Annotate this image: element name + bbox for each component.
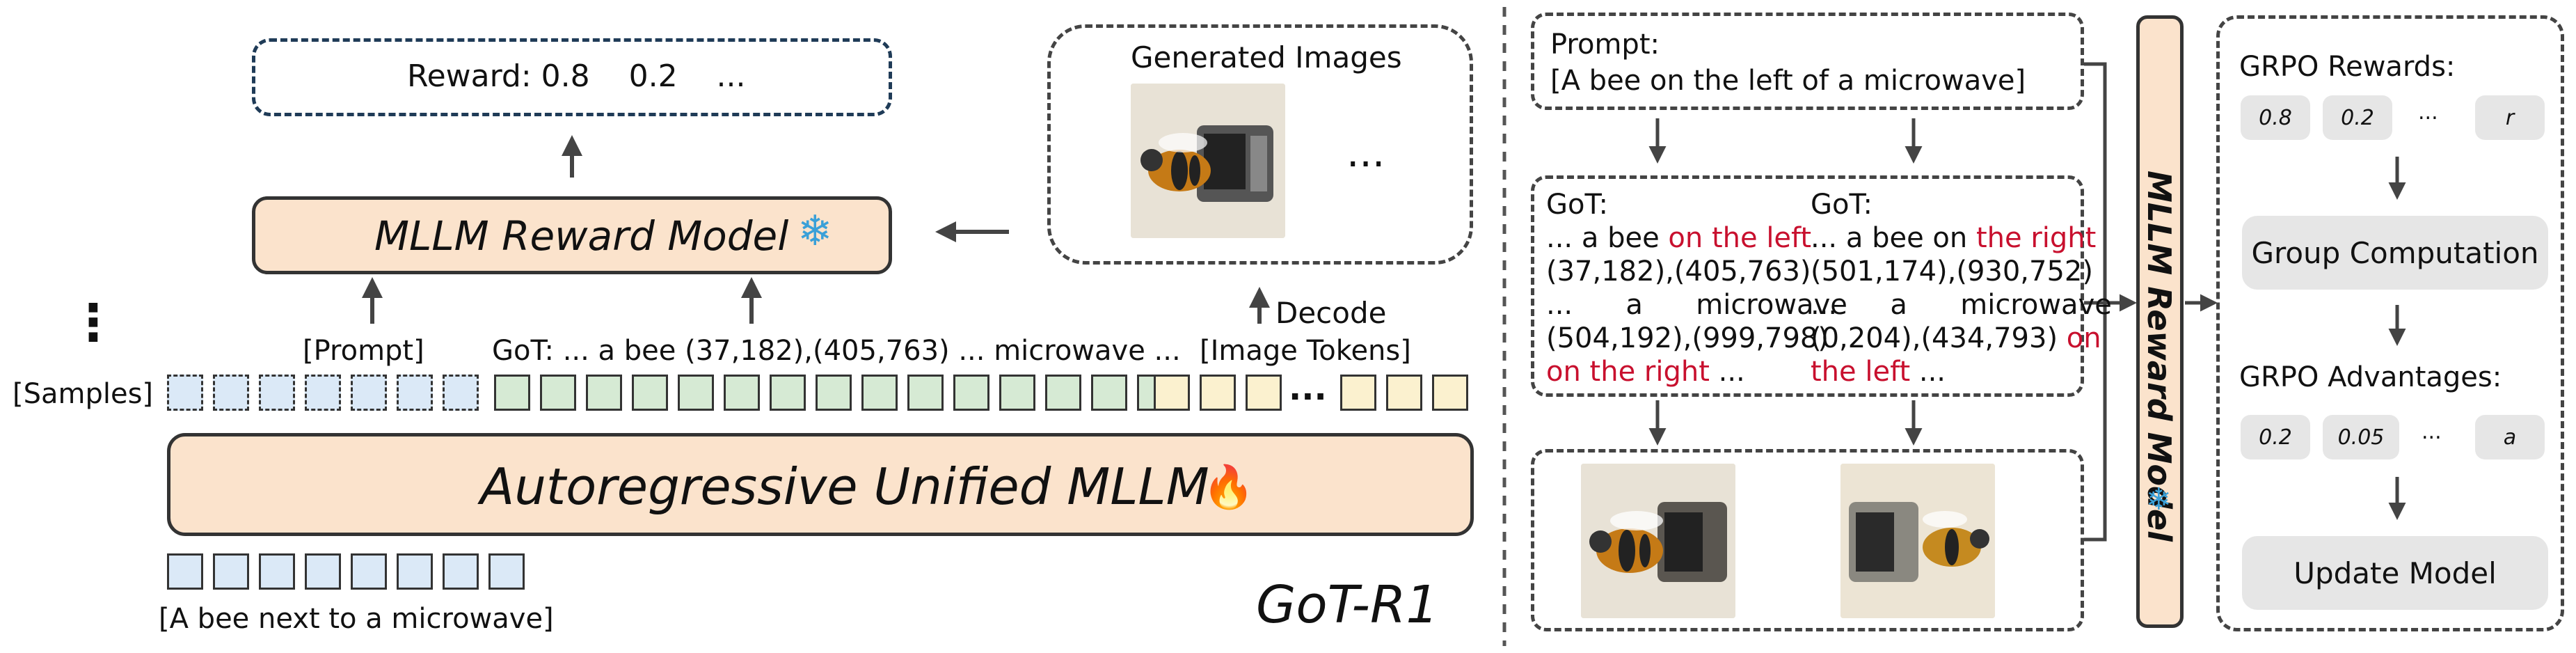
reward-pill-r: r xyxy=(2475,95,2545,140)
reward-ellipsis: ... xyxy=(2418,100,2438,125)
input-token xyxy=(397,553,433,590)
vertical-dots: ⋮ xyxy=(68,293,118,352)
prompt-token xyxy=(351,375,387,411)
got-token xyxy=(540,375,576,411)
figure-title: GoT-R1 xyxy=(1256,575,1439,635)
got-token xyxy=(678,375,714,411)
prompt-title: Prompt: xyxy=(1550,29,1660,61)
got-token xyxy=(586,375,622,411)
generated-image-bee-microwave xyxy=(1131,84,1285,238)
got2-line3: ... a microwave xyxy=(1811,289,2112,321)
prompt-token xyxy=(305,375,341,411)
connector-prompt xyxy=(2084,62,2107,303)
image-bee-right xyxy=(1840,464,1995,618)
prompt-token xyxy=(259,375,295,411)
got2-line1: ... a bee on the right xyxy=(1811,222,2097,254)
image-token xyxy=(1432,375,1468,411)
got-token xyxy=(816,375,852,411)
grpo-box xyxy=(2216,15,2564,631)
main-model-label: Autoregressive Unified MLLM xyxy=(480,457,1209,516)
got-token xyxy=(861,375,898,411)
got-token xyxy=(632,375,668,411)
reward-values: Reward: 0.8 0.2 ... xyxy=(407,58,746,94)
got1-line5: on the right ... xyxy=(1546,356,1745,388)
prompt-box xyxy=(1531,13,2084,110)
input-token xyxy=(213,553,249,590)
got-token xyxy=(724,375,760,411)
prompt-bracket-label: [Prompt] xyxy=(303,335,424,367)
generated-pair-box xyxy=(1531,449,2084,631)
prompt-token xyxy=(167,375,203,411)
fire-icon: 🔥 xyxy=(1202,463,1255,512)
got2-line5: the left ... xyxy=(1811,356,1946,388)
advantage-pill-a: a xyxy=(2475,415,2545,459)
token-ellipsis: ... xyxy=(1289,369,1327,408)
input-caption: [A bee next to a microwave] xyxy=(159,603,554,635)
grpo-advantages-title: GRPO Advantages: xyxy=(2239,361,2502,393)
generated-images-title: Generated Images xyxy=(1131,40,1402,74)
main-model-box xyxy=(167,433,1474,536)
got1-title: GoT: xyxy=(1546,189,1608,221)
image-tokens-bracket-label: [Image Tokens] xyxy=(1200,335,1411,367)
more-images-ellipsis: ... xyxy=(1346,129,1385,176)
input-token xyxy=(259,553,295,590)
got1-line3: ... a microwave xyxy=(1546,289,1847,321)
prompt-token xyxy=(397,375,433,411)
reward-box xyxy=(252,38,892,116)
prompt-token xyxy=(213,375,249,411)
update-model-step: Update Model xyxy=(2242,536,2548,610)
got-token xyxy=(953,375,989,411)
got-token xyxy=(999,375,1035,411)
generated-images-box xyxy=(1047,24,1473,265)
advantage-pill-2: 0.05 xyxy=(2323,415,2399,459)
reward-pill-1: 0.8 xyxy=(2241,95,2310,140)
grpo-rewards-title: GRPO Rewards: xyxy=(2239,51,2456,83)
image-token xyxy=(1386,375,1422,411)
got-token xyxy=(907,375,944,411)
prompt-text: [A bee on the left of a microwave] xyxy=(1550,65,2026,97)
got-box xyxy=(1531,175,2084,397)
input-token xyxy=(167,553,203,590)
got-bracket-label: GoT: ... a bee (37,182),(405,763) ... mi… xyxy=(492,335,1181,367)
input-token xyxy=(443,553,479,590)
got2-line2: (501,174),(930,752) xyxy=(1811,255,2093,288)
image-token xyxy=(1246,375,1282,411)
input-token xyxy=(351,553,387,590)
advantage-ellipsis: ... xyxy=(2422,420,2442,444)
got-token xyxy=(770,375,806,411)
got1-line4: (504,192),(999,798) xyxy=(1546,322,1829,354)
vertical-snowflake-icon: ❄ xyxy=(2146,482,2172,517)
image-bee-left xyxy=(1581,464,1735,618)
vertical-reward-model-box xyxy=(2136,15,2184,628)
image-token xyxy=(1340,375,1376,411)
got2-line4: (0,204),(434,793) on xyxy=(1811,322,2101,354)
prompt-token xyxy=(443,375,479,411)
got2-title: GoT: xyxy=(1811,189,1873,221)
reward-model-box xyxy=(252,196,892,274)
image-token xyxy=(1200,375,1236,411)
reward-model-label: MLLM Reward Model xyxy=(374,212,789,260)
input-token xyxy=(488,553,525,590)
got1-line2: (37,182),(405,763) xyxy=(1546,255,1811,288)
samples-label: [Samples] xyxy=(13,378,154,410)
got-token xyxy=(1045,375,1081,411)
group-computation-step: Group Computation xyxy=(2242,216,2548,290)
input-token xyxy=(305,553,341,590)
connector-images xyxy=(2084,303,2107,542)
decode-label: Decode xyxy=(1275,296,1387,330)
reward-pill-2: 0.2 xyxy=(2323,95,2392,140)
got-token xyxy=(1091,375,1127,411)
snowflake-icon: ❄ xyxy=(797,207,833,255)
image-token xyxy=(1154,375,1190,411)
got-token xyxy=(494,375,530,411)
advantage-pill-1: 0.2 xyxy=(2241,415,2310,459)
got1-line1: ... a bee on the left xyxy=(1546,222,1812,254)
